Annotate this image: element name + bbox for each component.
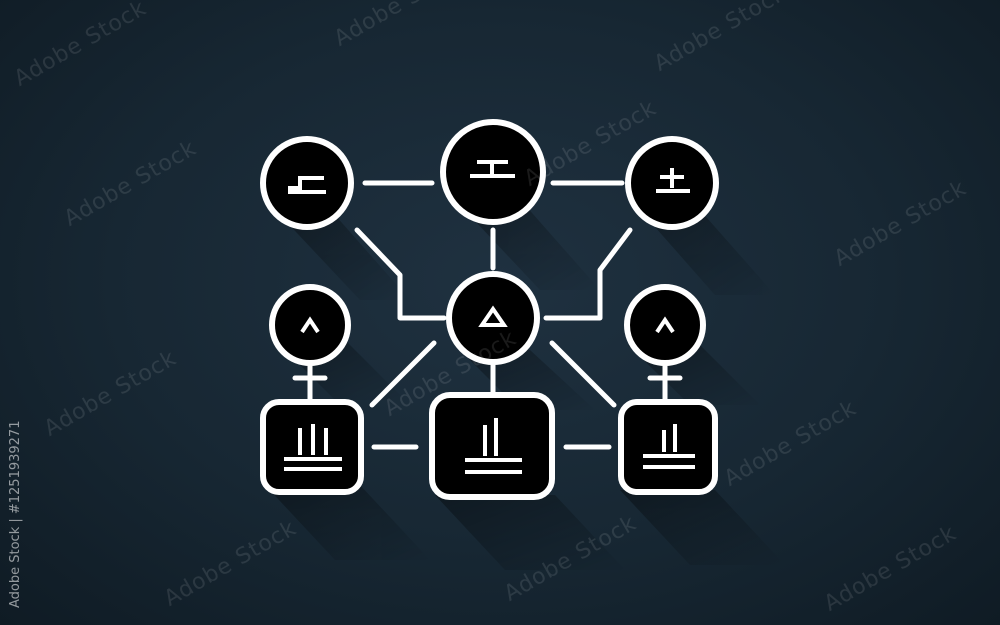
stack-icon: [470, 160, 515, 178]
step-icon: [288, 176, 326, 194]
node-mid-right: [624, 284, 706, 366]
node-top-left: [260, 136, 354, 230]
stock-id-label: Adobe Stock | #1251939271: [8, 420, 23, 608]
connector-top-right-to-mid-center: [543, 227, 633, 321]
connector-mid-center-to-bottom-left: [369, 340, 437, 408]
caret-up-icon: [300, 316, 320, 334]
triangle-icon: [478, 305, 508, 327]
node-bottom-center: [429, 392, 555, 500]
node-top-right: [625, 136, 719, 230]
node-mid-left: [269, 284, 351, 366]
connectors: [292, 180, 683, 450]
connector-mid-center-to-bottom-right: [549, 340, 617, 408]
node-bottom-left: [260, 399, 364, 495]
bar-chart-icon: [465, 418, 522, 474]
plus-minus-icon: [656, 168, 690, 193]
node-mid-center: [446, 271, 540, 365]
node-top-center: [440, 119, 546, 225]
caret-up-icon: [655, 316, 675, 334]
node-bottom-right: [618, 399, 718, 495]
connector-top-left-to-mid-center: [354, 227, 447, 321]
long-shadows: [265, 205, 785, 570]
bar-chart-icon: [643, 424, 695, 469]
bar-chart-icon: [284, 424, 342, 471]
